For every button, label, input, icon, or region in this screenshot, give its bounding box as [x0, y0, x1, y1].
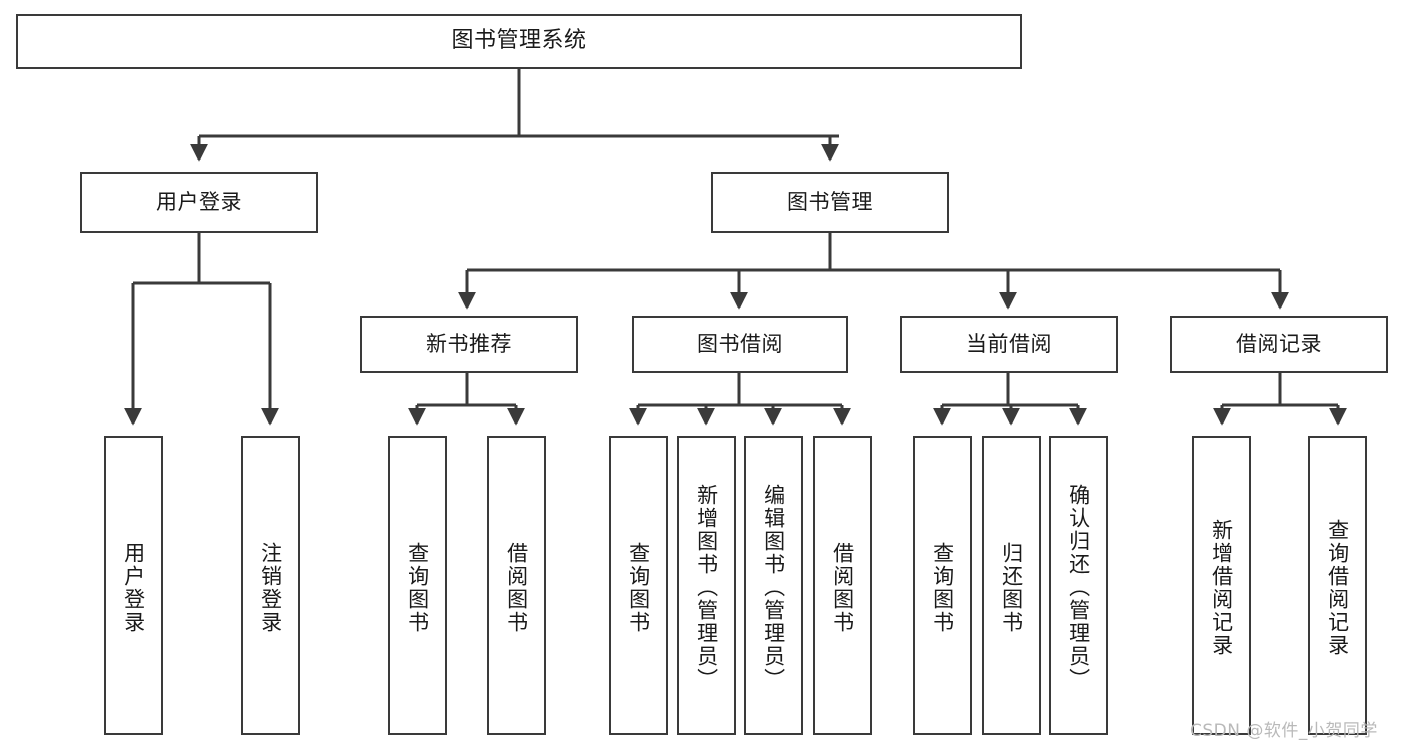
leaf-current-return-book[interactable]: 归还图书 [982, 436, 1041, 735]
leaf-user-login-login[interactable]: 用户登录 [104, 436, 163, 735]
leaf-record-query-record[interactable]: 查询借阅记录 [1308, 436, 1367, 735]
leaf-user-login-logout[interactable]: 注销登录 [241, 436, 300, 735]
leaf-borrow-query-book[interactable]: 查询图书 [609, 436, 668, 735]
node-book-borrow[interactable]: 图书借阅 [632, 316, 848, 373]
leaf-borrow-edit-book-admin[interactable]: 编辑图书（管理员） [744, 436, 803, 735]
leaf-new-book-query-book[interactable]: 查询图书 [388, 436, 447, 735]
leaf-new-book-borrow-book[interactable]: 借阅图书 [487, 436, 546, 735]
leaf-record-add-record[interactable]: 新增借阅记录 [1192, 436, 1251, 735]
leaf-borrow-add-book-admin[interactable]: 新增图书（管理员） [677, 436, 736, 735]
leaf-current-query-book[interactable]: 查询图书 [913, 436, 972, 735]
node-root-system[interactable]: 图书管理系统 [16, 14, 1022, 69]
node-user-login[interactable]: 用户登录 [80, 172, 318, 233]
leaf-borrow-lend-book[interactable]: 借阅图书 [813, 436, 872, 735]
node-current-borrow[interactable]: 当前借阅 [900, 316, 1118, 373]
leaf-current-confirm-return-admin[interactable]: 确认归还（管理员） [1049, 436, 1108, 735]
node-borrow-record[interactable]: 借阅记录 [1170, 316, 1388, 373]
node-new-book-recommend[interactable]: 新书推荐 [360, 316, 578, 373]
node-book-management[interactable]: 图书管理 [711, 172, 949, 233]
